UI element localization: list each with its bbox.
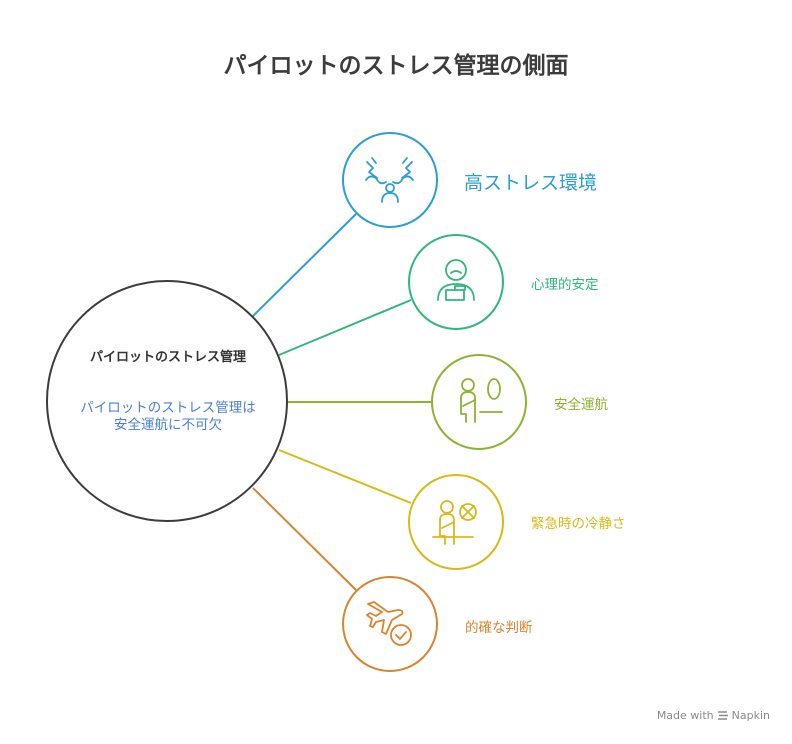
node-safe-operation	[431, 354, 527, 450]
plane-check-icon	[366, 601, 412, 646]
node-high-stress	[342, 132, 438, 228]
branch-label-accurate-judgment: 的確な判断	[465, 620, 533, 636]
calm-person-desk-icon	[437, 259, 475, 301]
napkin-watermark[interactable]: Made with Napkin	[657, 709, 770, 722]
connector-4	[278, 449, 412, 504]
branch-label-emergency-calm: 緊急時の冷静さ	[531, 516, 626, 532]
center-description: パイロットのストレス管理は安全運航に不可欠	[80, 400, 256, 433]
connector-1	[252, 213, 357, 317]
center-node	[46, 280, 288, 522]
pilot-emergency-icon	[432, 500, 477, 545]
napkin-brand: Napkin	[731, 709, 770, 722]
branch-label-high-stress: 高ストレス環境	[464, 172, 598, 194]
connector-2	[278, 299, 412, 356]
page-title: パイロットのストレス管理の側面	[223, 53, 569, 79]
node-psych-stability	[408, 234, 504, 330]
seated-pilot-window-icon	[460, 378, 503, 423]
connector-5	[252, 487, 357, 591]
stress-storm-person-icon	[365, 157, 414, 203]
branch-label-safe-operation: 安全運航	[554, 397, 608, 413]
branch-label-psych-stability: 心理的安定	[531, 277, 599, 293]
center-title: パイロットのストレス管理	[89, 350, 246, 365]
napkin-logo-icon	[717, 711, 728, 720]
node-emergency-calm	[408, 474, 504, 570]
made-with-text: Made with	[656, 709, 714, 722]
